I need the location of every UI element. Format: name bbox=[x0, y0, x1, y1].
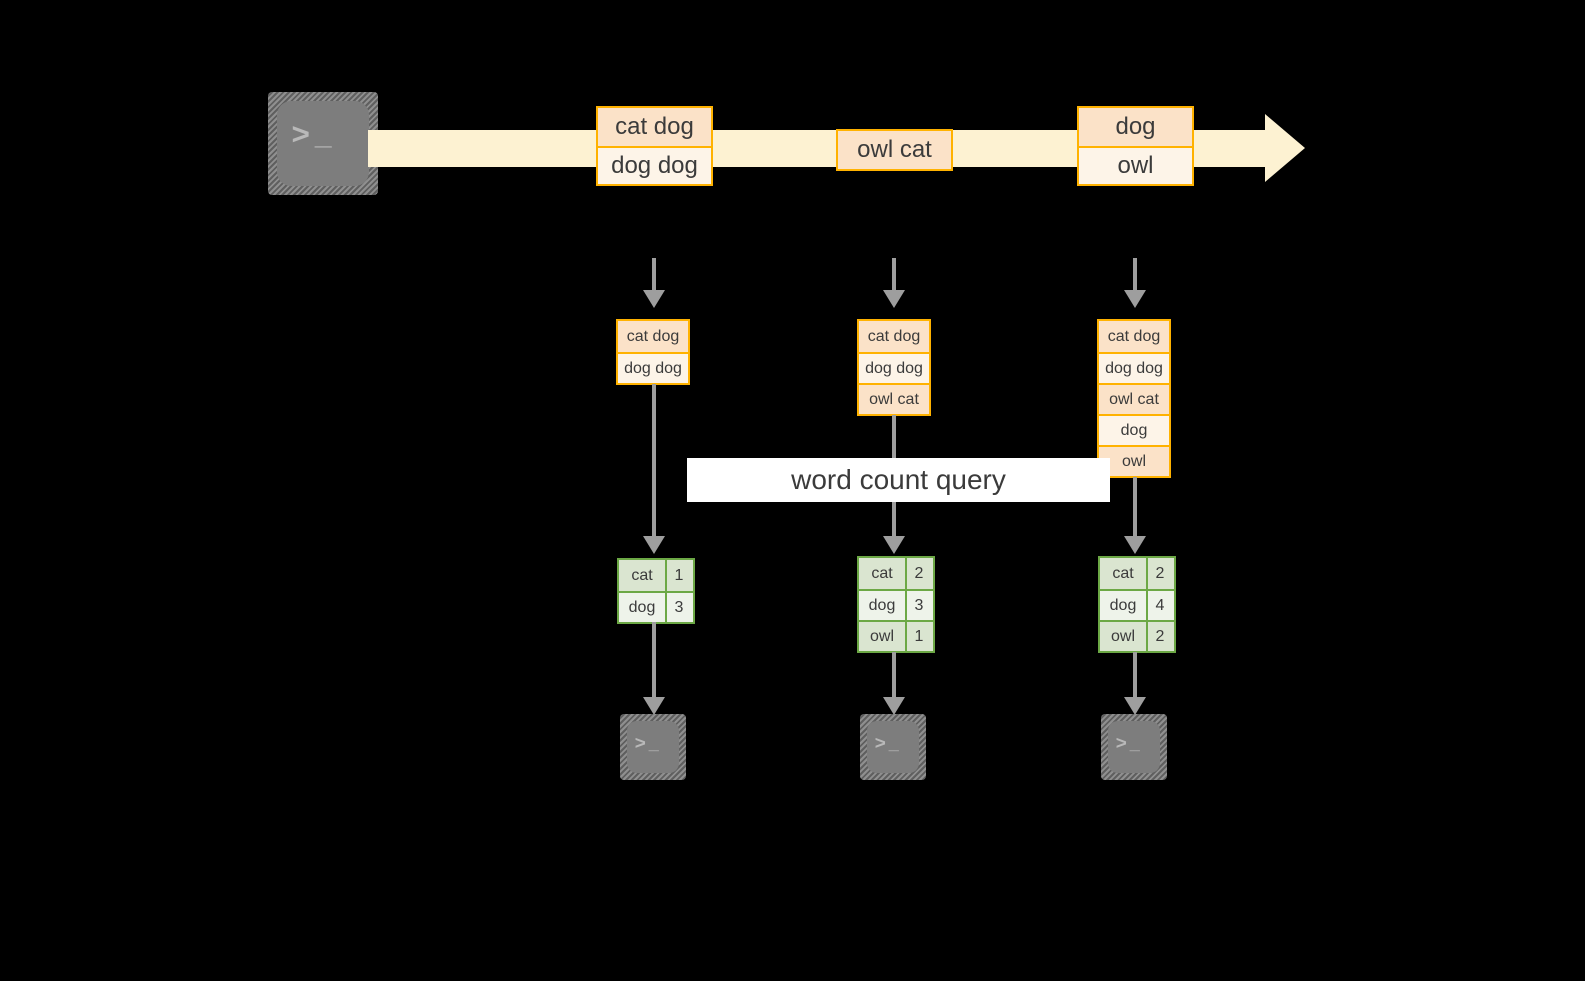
terminal-body bbox=[277, 101, 369, 186]
table-cell-word: owl bbox=[869, 627, 894, 645]
snapshot-row: dog dog bbox=[1099, 352, 1169, 383]
prompt-chevron-icon: > bbox=[291, 118, 310, 151]
table-cell-word: cat bbox=[871, 564, 893, 582]
prompt-chevron-icon: > bbox=[1115, 733, 1127, 753]
terminal-body bbox=[867, 721, 919, 773]
table-cell-word: cat bbox=[631, 566, 653, 584]
table-cell-word: dog bbox=[1109, 596, 1137, 614]
snapshot-row: dog dog bbox=[618, 352, 688, 383]
prompt-chevron-icon: > bbox=[874, 733, 886, 753]
table-row: dog 3 bbox=[619, 591, 693, 622]
stream-to-snapshot-arrowhead-2 bbox=[883, 290, 905, 308]
terminal-prompt-glyph: >_ bbox=[1116, 734, 1140, 752]
table-cell-count: 2 bbox=[1146, 622, 1172, 651]
prompt-underscore-icon: _ bbox=[888, 733, 899, 753]
snapshot-row: dog dog bbox=[859, 352, 929, 383]
table-row: owl 1 bbox=[859, 620, 933, 651]
query-label-band: word count query bbox=[687, 458, 1110, 502]
result-to-consumer-arrowhead-1 bbox=[643, 697, 665, 715]
snapshot-box-3[interactable]: cat dog dog dog owl cat dog owl bbox=[1097, 319, 1171, 478]
stream-to-snapshot-arrowhead-1 bbox=[643, 290, 665, 308]
table-cell-count: 3 bbox=[665, 593, 691, 622]
table-cell-word: dog bbox=[628, 598, 656, 616]
table-cell-count: 2 bbox=[905, 558, 931, 589]
prompt-chevron-icon: > bbox=[634, 733, 646, 753]
terminal-body bbox=[1108, 721, 1160, 773]
producer-terminal-icon[interactable]: >_ bbox=[268, 92, 378, 195]
table-cell-word: dog bbox=[868, 596, 896, 614]
terminal-prompt-glyph: >_ bbox=[292, 120, 332, 150]
table-cell-count: 4 bbox=[1146, 591, 1172, 620]
table-cell-count: 3 bbox=[905, 591, 931, 620]
stream-message-row: cat dog bbox=[598, 108, 711, 146]
stream-message-row: owl bbox=[1079, 146, 1192, 184]
snapshot-box-1[interactable]: cat dog dog dog bbox=[616, 319, 690, 385]
prompt-underscore-icon: _ bbox=[314, 118, 332, 151]
stream-message-row: dog bbox=[1079, 108, 1192, 146]
stream-to-snapshot-arrowhead-3 bbox=[1124, 290, 1146, 308]
snapshot-row: cat dog bbox=[859, 321, 929, 352]
snapshot-row: owl cat bbox=[1099, 383, 1169, 414]
snapshot-to-result-arrowhead-1 bbox=[643, 536, 665, 554]
result-to-consumer-arrowhead-2 bbox=[883, 697, 905, 715]
prompt-underscore-icon: _ bbox=[1129, 733, 1140, 753]
terminal-body bbox=[627, 721, 679, 773]
query-label-text: word count query bbox=[791, 464, 1006, 495]
result-to-consumer-connector-3 bbox=[1133, 652, 1137, 700]
prompt-underscore-icon: _ bbox=[648, 733, 659, 753]
snapshot-row: owl bbox=[1099, 445, 1169, 476]
table-cell-count: 1 bbox=[665, 560, 691, 591]
result-to-consumer-connector-1 bbox=[652, 622, 656, 700]
stream-arrow-head bbox=[1265, 114, 1305, 182]
table-row: owl 2 bbox=[1100, 620, 1174, 651]
snapshot-row: cat dog bbox=[618, 321, 688, 352]
table-row: dog 4 bbox=[1100, 589, 1174, 620]
stream-message-row: dog dog bbox=[598, 146, 711, 184]
result-table-2[interactable]: cat 2 dog 3 owl 1 bbox=[857, 556, 935, 653]
result-table-1[interactable]: cat 1 dog 3 bbox=[617, 558, 695, 624]
table-row: cat 2 bbox=[859, 558, 933, 589]
table-cell-word: cat bbox=[1112, 564, 1134, 582]
stream-message-group-2[interactable]: owl cat bbox=[836, 129, 953, 171]
snapshot-to-result-arrowhead-2 bbox=[883, 536, 905, 554]
snapshot-to-result-arrowhead-3 bbox=[1124, 536, 1146, 554]
table-cell-word: owl bbox=[1110, 627, 1135, 645]
table-row: dog 3 bbox=[859, 589, 933, 620]
snapshot-to-result-connector-3 bbox=[1133, 477, 1137, 539]
stream-message-row: owl cat bbox=[838, 131, 951, 169]
result-to-consumer-connector-2 bbox=[892, 652, 896, 700]
stream-message-group-1[interactable]: cat dog dog dog bbox=[596, 106, 713, 186]
stream-message-group-3[interactable]: dog owl bbox=[1077, 106, 1194, 186]
terminal-prompt-glyph: >_ bbox=[875, 734, 899, 752]
stream-to-snapshot-connector-2 bbox=[892, 258, 896, 292]
table-cell-count: 2 bbox=[1146, 558, 1172, 589]
terminal-prompt-glyph: >_ bbox=[635, 734, 659, 752]
table-row: cat 2 bbox=[1100, 558, 1174, 589]
table-cell-count: 1 bbox=[905, 622, 931, 651]
consumer-terminal-icon-1[interactable]: >_ bbox=[620, 714, 686, 780]
result-table-3[interactable]: cat 2 dog 4 owl 2 bbox=[1098, 556, 1176, 653]
snapshot-row: cat dog bbox=[1099, 321, 1169, 352]
snapshot-row: owl cat bbox=[859, 383, 929, 414]
stream-to-snapshot-connector-3 bbox=[1133, 258, 1137, 292]
snapshot-box-2[interactable]: cat dog dog dog owl cat bbox=[857, 319, 931, 416]
result-to-consumer-arrowhead-3 bbox=[1124, 697, 1146, 715]
stream-to-snapshot-connector-1 bbox=[652, 258, 656, 292]
consumer-terminal-icon-3[interactable]: >_ bbox=[1101, 714, 1167, 780]
snapshot-to-result-connector-1 bbox=[652, 384, 656, 539]
table-row: cat 1 bbox=[619, 560, 693, 591]
consumer-terminal-icon-2[interactable]: >_ bbox=[860, 714, 926, 780]
snapshot-row: dog bbox=[1099, 414, 1169, 445]
